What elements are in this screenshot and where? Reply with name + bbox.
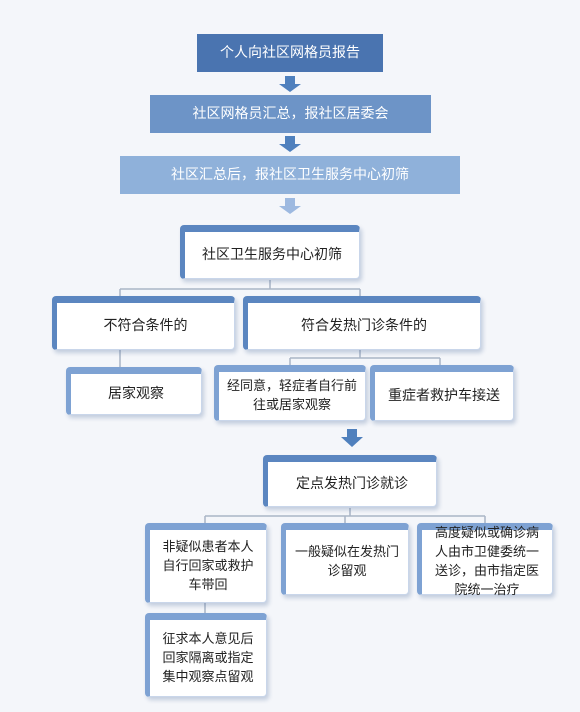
step-screen-submit-label: 社区汇总后，报社区卫生服务中心初筛 [171,167,409,183]
not-eligible-label: 不符合条件的 [103,318,188,334]
consent-isolate-label: 征求本人意见后回家隔离或指定集中观察点留观 [162,631,254,685]
down-arrow-icon [279,198,301,214]
mild-case-label: 经同意，轻症者自行前往或居家观察 [227,379,358,413]
down-arrow-icon [279,76,301,92]
designated-clinic-box: 定点发热门诊就诊 [263,455,437,507]
down-arrow-icon [341,429,363,447]
step-summary-box: 社区网格员汇总，报社区居委会 [150,95,431,133]
general-suspected-box: 一般疑似在发热门诊留观 [281,523,409,595]
non-suspected-label: 非疑似患者本人自行回家或救护车带回 [162,539,254,593]
severe-case-label: 重症者救护车接送 [388,388,500,404]
not-eligible-box: 不符合条件的 [52,296,235,350]
initial-screening-label: 社区卫生服务中心初筛 [202,247,342,263]
designated-clinic-label: 定点发热门诊就诊 [296,476,408,492]
non-suspected-box: 非疑似患者本人自行回家或救护车带回 [145,523,267,603]
down-arrow-icon [279,136,301,152]
mild-case-box: 经同意，轻症者自行前往或居家观察 [214,365,366,421]
home-observe-box: 居家观察 [66,367,202,415]
step-summary-label: 社区网格员汇总，报社区居委会 [192,106,389,122]
consent-isolate-box: 征求本人意见后回家隔离或指定集中观察点留观 [145,613,267,697]
high-suspected-label: 高度疑似或确诊病人由市卫健委统一送诊，由市指定医院统一治疗 [434,526,539,598]
step-report-box: 个人向社区网格员报告 [197,34,383,72]
step-screen-submit-box: 社区汇总后，报社区卫生服务中心初筛 [120,156,460,194]
home-observe-label: 居家观察 [108,386,164,402]
severe-case-box: 重症者救护车接送 [370,365,514,421]
high-suspected-box: 高度疑似或确诊病人由市卫健委统一送诊，由市指定医院统一治疗 [417,523,553,598]
initial-screening-box: 社区卫生服务中心初筛 [180,225,360,279]
general-suspected-label: 一般疑似在发热门诊留观 [294,545,399,579]
eligible-label: 符合发热门诊条件的 [301,318,427,334]
step-report-label: 个人向社区网格员报告 [220,45,360,61]
eligible-box: 符合发热门诊条件的 [243,296,481,350]
